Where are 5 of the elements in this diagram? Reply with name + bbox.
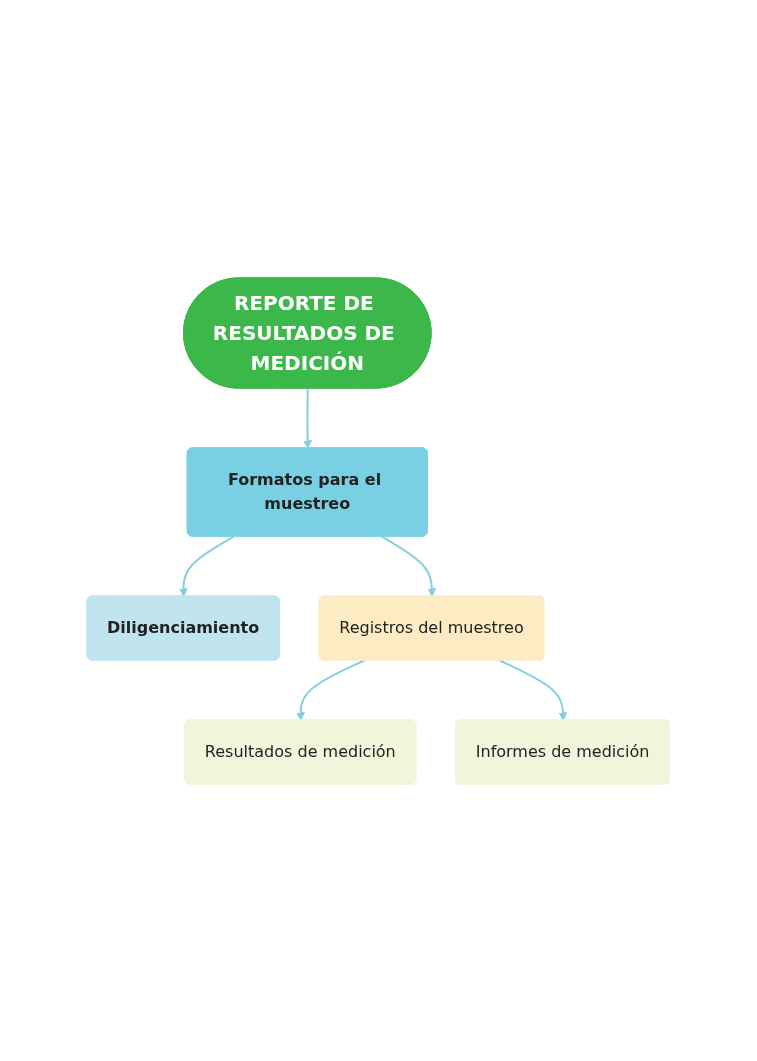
arrow [303,387,313,449]
arrow [296,659,366,721]
arrow [380,535,437,597]
arrow [498,659,568,721]
arrow [179,535,236,597]
